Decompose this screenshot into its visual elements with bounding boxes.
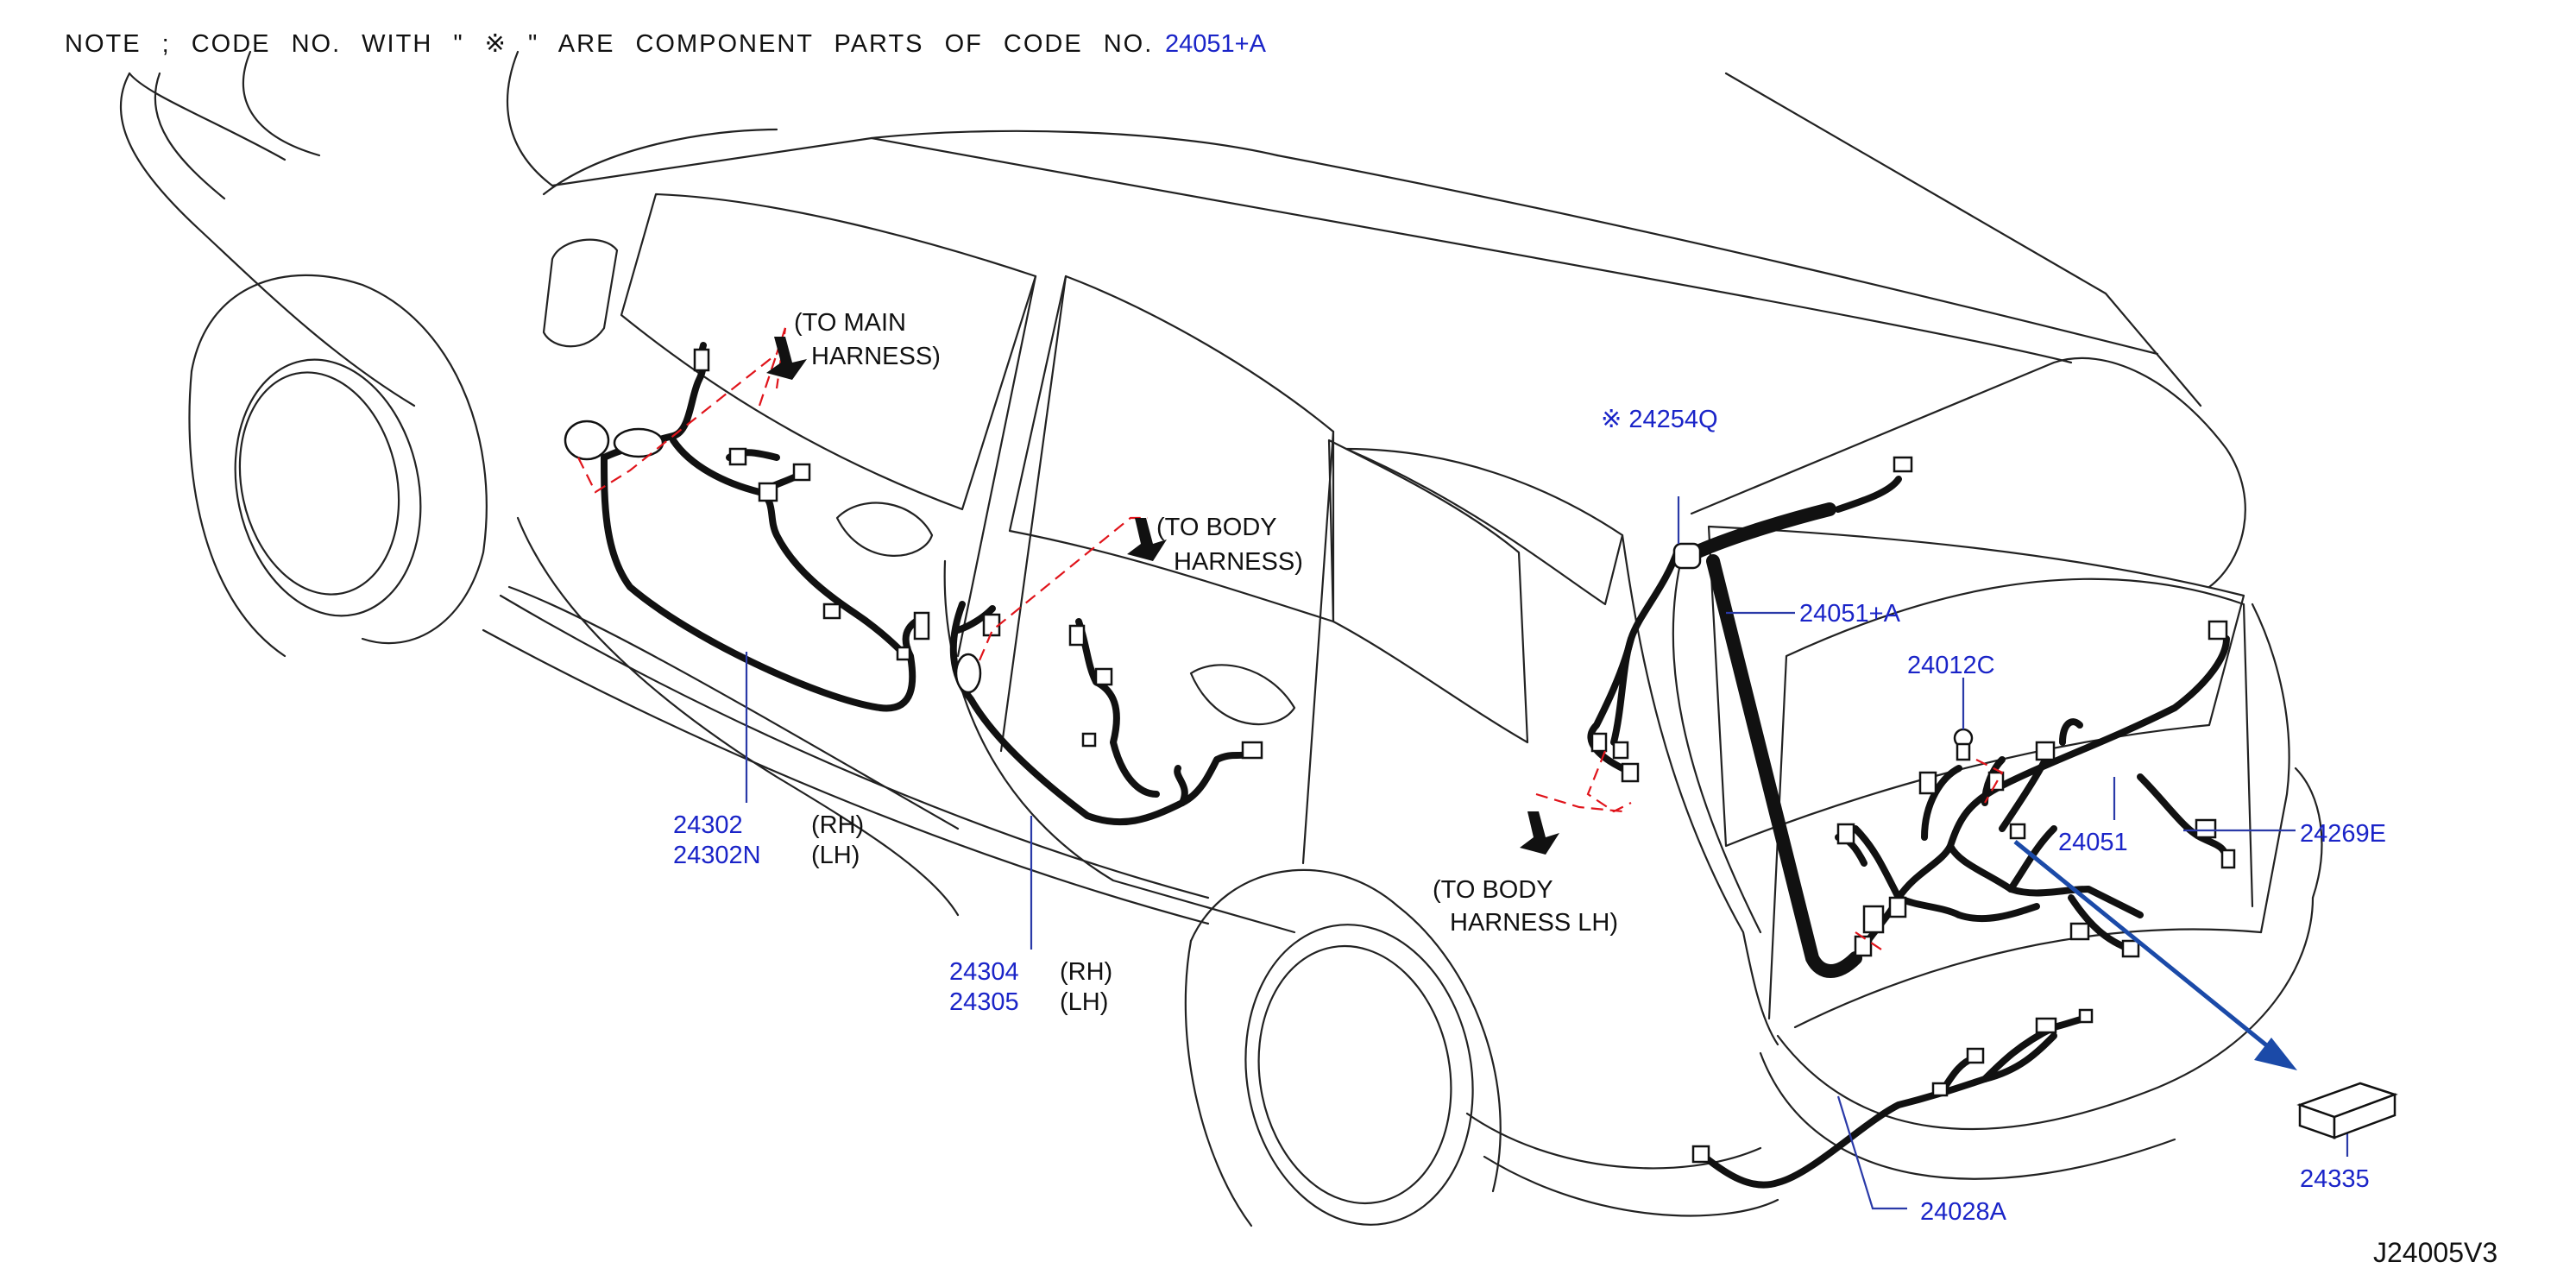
leader-lines [745,496,2349,1210]
callout-to-body-harness-lh-line1: (TO BODY [1433,876,1553,904]
connector [1094,667,1113,686]
connector [2035,1017,2057,1034]
routing-dashed-line [978,516,1148,661]
routing-dashed-line [1855,931,1882,950]
part-24304-side: (RH) [1060,958,1112,986]
part-24305-link[interactable]: 24305 [949,988,1019,1016]
part-24051a-link[interactable]: 24051+A [1799,600,1901,628]
routing-dashed-line [1975,759,2004,804]
connector [2220,849,2236,869]
part-24012c-link[interactable]: 24012C [1907,652,1995,679]
callout-to-main-harness-line2: HARNESS) [811,343,941,370]
grommet [613,427,664,458]
part-24051-link[interactable]: 24051 [2058,829,2128,856]
connector [758,482,778,502]
callout-to-body-harness-line1: (TO BODY [1156,514,1277,541]
connector [728,447,747,466]
note-code-link[interactable]: 24051+A [1165,30,1267,58]
arrow-down-icon [1127,518,1167,561]
connector [2078,1008,2094,1024]
connector [913,611,930,640]
connector [1931,1082,1949,1097]
callout-to-main-harness-line1: (TO MAIN [794,309,906,337]
part-24302n-link[interactable]: 24302N [673,842,761,869]
connector [822,603,841,620]
connector [1691,1145,1710,1164]
connector [2195,818,2217,839]
clip-24012c-stem [1956,742,1971,761]
arrow-down-icon [1520,811,1559,855]
connector [1888,896,1907,918]
note-text: NOTE ; CODE NO. WITH " ※ " ARE COMPONENT… [65,30,1153,58]
callout-to-body-harness-lh-line2: HARNESS LH) [1450,909,1618,937]
connector [2208,620,2228,640]
connector [2121,939,2140,958]
part-24028a-link[interactable]: 24028A [1920,1198,2007,1226]
rear-door-harness [949,601,1263,826]
connector [792,463,811,482]
connector [2035,741,2056,761]
connector [896,646,911,661]
connector [693,348,710,372]
connector [1612,741,1629,760]
part-24305-side: (LH) [1060,988,1108,1016]
diagram-id: J24005V3 [2373,1237,2497,1268]
connector [1081,732,1097,748]
grommet-24254q [1672,542,1702,570]
connector [1862,905,1885,934]
connector [1854,935,1873,957]
connector [1966,1047,1985,1064]
routing-dashed-line [1586,750,1632,813]
arrow-down-icon [766,337,807,380]
vehicle-body-outline [119,50,2323,1227]
connector [1893,456,1913,473]
front-door-harness [564,342,930,712]
part-24335-link[interactable]: 24335 [2300,1165,2370,1193]
part-24302-link[interactable]: 24302 [673,811,743,839]
pointer-arrow-24335 [2013,840,2297,1070]
connector [1068,624,1086,647]
connector [1621,762,1640,783]
connector [1836,823,1855,845]
part-24254q-link[interactable]: ※ 24254Q [1601,406,1718,433]
routing-dashed-line [1535,792,1623,813]
connector [564,420,610,461]
connector [2009,823,2026,840]
connector [2069,922,2090,941]
part-24269e-link[interactable]: 24269E [2300,820,2386,848]
connector [1241,741,1263,760]
connector [1918,771,1937,795]
part-24302n-side: (LH) [811,842,860,869]
part-24302-side: (RH) [811,811,864,839]
part-24304-link[interactable]: 24304 [949,958,1019,986]
component-24335-block [2296,1082,2398,1139]
liftgate-harness [1587,456,2236,978]
grommet [954,653,982,694]
connector [1987,771,2005,792]
bumper-harness [1691,1008,2094,1189]
callout-to-body-harness-line2: HARNESS) [1174,548,1303,576]
connector [1590,732,1608,753]
